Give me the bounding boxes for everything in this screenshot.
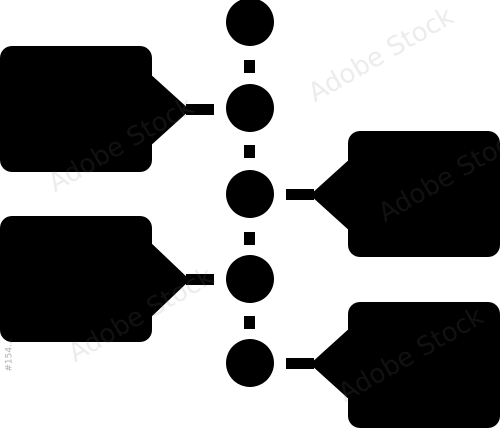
timeline-node-2 [226, 84, 274, 132]
timeline-connector [244, 60, 255, 329]
timeline-node-4 [226, 255, 274, 303]
timeline-node-5 [226, 339, 274, 387]
callout-right-2 [286, 302, 500, 428]
timeline-node-3 [226, 170, 274, 218]
callout-left-1 [0, 46, 214, 172]
callout-right-1 [286, 131, 500, 257]
timeline-node-1 [226, 0, 274, 46]
callout-left-2 [0, 216, 214, 342]
